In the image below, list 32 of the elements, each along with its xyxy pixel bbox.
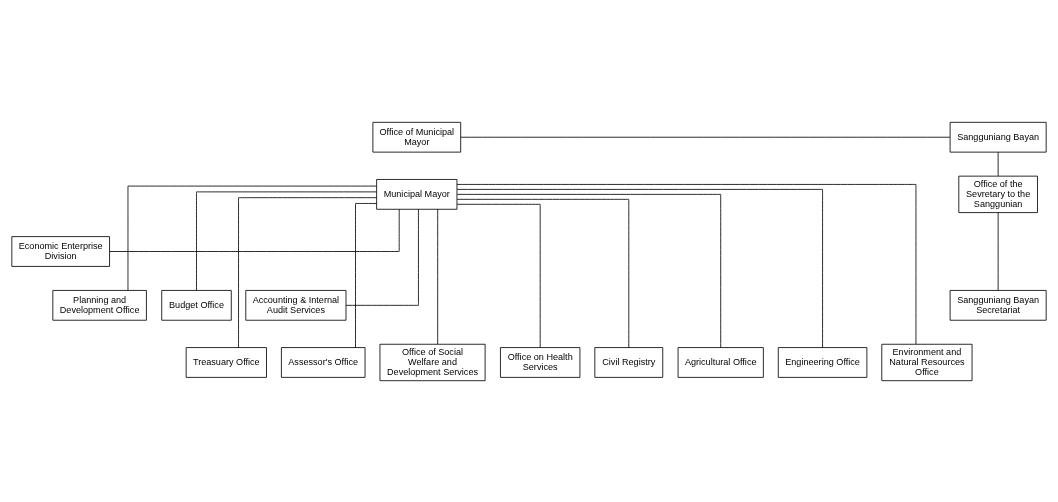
connector	[109, 208, 400, 252]
connector	[127, 185, 377, 291]
node-box: Civil Registry	[594, 346, 664, 378]
connector	[456, 203, 541, 348]
connector	[456, 198, 630, 348]
connector	[456, 183, 917, 344]
connector	[238, 196, 377, 348]
node-box: Economic Enterprise Division	[11, 235, 110, 267]
node-box: Office of the Sevretary to the Sanggunian	[958, 175, 1038, 213]
node-box: Accounting & Internal Audit Services	[245, 289, 347, 321]
node-box: Sangguniang Bayan	[949, 121, 1047, 153]
node-box: Office of Municipal Mayor	[372, 121, 462, 153]
connector	[355, 202, 377, 348]
connector	[196, 190, 377, 291]
connector	[997, 211, 999, 291]
node-box: Assessor's Office	[280, 346, 366, 378]
node-box: Engineering Office	[777, 346, 868, 378]
node-box: Municipal Mayor	[376, 178, 458, 210]
connector	[456, 188, 823, 348]
connector	[997, 151, 999, 176]
node-box: Planning and Development Office	[52, 289, 147, 321]
node-box: Budget Office	[161, 289, 232, 321]
node-box: Environment and Natural Resources Office	[881, 343, 973, 381]
connector	[437, 208, 439, 344]
connector	[460, 136, 951, 138]
node-box: Sangguniang Bayan Secretariat	[949, 289, 1047, 321]
node-box: Office of Social Welfare and Development Services	[379, 343, 486, 381]
connector	[345, 208, 419, 306]
node-box: Office on Health Services	[500, 346, 581, 378]
connector	[456, 193, 722, 348]
node-box: Agricultural Office	[677, 346, 764, 378]
node-box: Treasuary Office	[185, 346, 267, 378]
